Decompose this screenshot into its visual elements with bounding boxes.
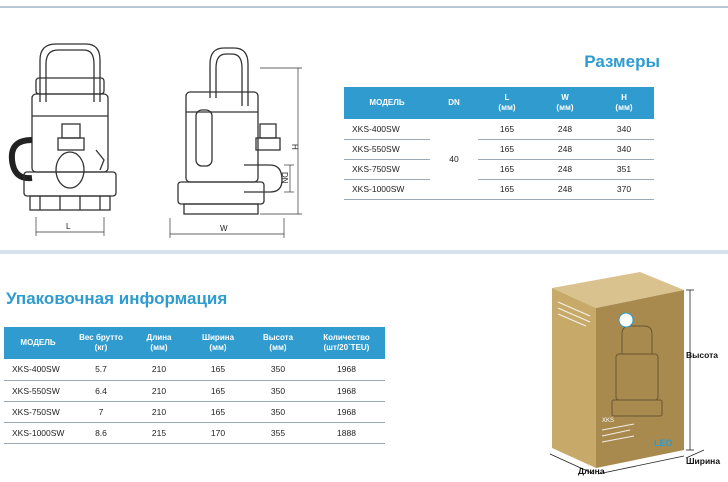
header-w: W(мм)	[536, 87, 594, 119]
top-divider	[0, 6, 728, 8]
cell-qty: 1968	[308, 359, 385, 381]
cell-l: 165	[478, 179, 536, 200]
dimensions-table: МОДЕЛЬ DN L(мм) W(мм) H(мм) XKS-400SW 40…	[344, 87, 654, 200]
cell-height: 350	[248, 359, 308, 381]
pump-print	[611, 325, 663, 417]
cell-length: 215	[130, 422, 188, 444]
cell-w: 248	[536, 119, 594, 140]
box-top-face	[552, 272, 684, 308]
cell-h: 340	[594, 119, 654, 140]
dim-dn-label: DN	[280, 172, 289, 184]
header-dn: DN	[430, 87, 478, 119]
cell-weight: 5.7	[72, 359, 130, 381]
cell-w: 248	[536, 139, 594, 160]
table-row: XKS-400SW 40 165 248 340	[344, 119, 654, 200]
table-row: XKS-550SW 165 248 340	[344, 139, 654, 160]
header-model: МОДЕЛЬ	[4, 327, 72, 359]
header-length: Длина(мм)	[130, 327, 188, 359]
cell-length: 210	[130, 401, 188, 423]
box-left-face	[552, 288, 596, 468]
cell-weight: 7	[72, 401, 130, 423]
cell-l: 165	[478, 119, 536, 140]
cell-l: 165	[478, 159, 536, 180]
cell-model: XKS-1000SW	[4, 422, 72, 444]
cell-model: XKS-400SW	[4, 359, 72, 381]
cell-h: 351	[594, 159, 654, 180]
cell-w: 248	[536, 159, 594, 180]
cell-height: 350	[248, 401, 308, 423]
pump-side-view-drawing: H DN W	[169, 47, 302, 238]
dim-w-label: W	[220, 224, 228, 233]
table-row: XKS-750SW 165 248 351	[344, 159, 654, 180]
cell-height: 355	[248, 422, 308, 444]
cell-model: XKS-750SW	[344, 159, 430, 180]
table-header-row: МОДЕЛЬ Вес брутто(кг) Длина(мм) Ширина(м…	[4, 327, 385, 359]
cell-model: XKS-400SW	[344, 119, 430, 140]
header-height: Высота(мм)	[248, 327, 308, 359]
table-row: XKS-550SW 6.4 210 165 350 1968	[4, 380, 385, 402]
box-length-label: Длина	[578, 466, 605, 476]
cell-model: XKS-750SW	[4, 401, 72, 423]
cell-qty: 1968	[308, 380, 385, 402]
cell-width: 165	[188, 401, 248, 423]
table-row: XKS-1000SW 165 248 370	[344, 179, 654, 200]
box-width-label: Ширина	[686, 456, 721, 466]
cell-width: 165	[188, 359, 248, 381]
header-l: L(мм)	[478, 87, 536, 119]
header-width: Ширина(мм)	[188, 327, 248, 359]
box-height-label: Высота	[686, 350, 718, 360]
box-right-face	[596, 290, 684, 468]
box-badge-icon	[618, 312, 634, 328]
header-gross-weight: Вес брутто(кг)	[72, 327, 130, 359]
cell-w: 248	[536, 179, 594, 200]
product-box-illustration: XKS LEO	[549, 272, 705, 475]
cell-length: 210	[130, 380, 188, 402]
box-model-text: XKS	[602, 418, 614, 424]
table-row: XKS-400SW 5.7 210 165 350 1968	[4, 359, 385, 381]
cell-qty: 1968	[308, 401, 385, 423]
box-brand-logo: LEO	[654, 438, 673, 448]
table-row: XKS-750SW 7 210 165 350 1968	[4, 401, 385, 423]
dim-h-label: H	[290, 144, 299, 150]
cell-model: XKS-550SW	[4, 380, 72, 402]
cell-weight: 8.6	[72, 422, 130, 444]
packaging-table: МОДЕЛЬ Вес брутто(кг) Длина(мм) Ширина(м…	[4, 327, 385, 444]
section-divider	[0, 250, 728, 254]
header-quantity: Количество(шт/20`TEU)	[308, 327, 385, 359]
dimensions-title: Размеры	[584, 52, 660, 71]
cell-width: 165	[188, 380, 248, 402]
cell-l: 165	[478, 139, 536, 160]
table-row: XKS-1000SW 8.6 215 170 355 1888	[4, 422, 385, 444]
cell-weight: 6.4	[72, 380, 130, 402]
cell-h: 340	[594, 139, 654, 160]
cell-height: 350	[248, 380, 308, 402]
cell-model: XKS-1000SW	[344, 179, 430, 200]
pump-front-view-drawing: L	[8, 43, 117, 236]
cell-width: 170	[188, 422, 248, 444]
dim-l-label: L	[66, 222, 71, 231]
packaging-title: Упаковочная информация	[6, 289, 228, 308]
cell-length: 210	[130, 359, 188, 381]
header-model: МОДЕЛЬ	[344, 87, 430, 119]
cell-dn: 40	[430, 119, 478, 200]
cell-qty: 1888	[308, 422, 385, 444]
table-header-row: МОДЕЛЬ DN L(мм) W(мм) H(мм)	[344, 87, 654, 119]
cell-model: XKS-550SW	[344, 139, 430, 160]
cell-h: 370	[594, 179, 654, 200]
header-h: H(мм)	[594, 87, 654, 119]
